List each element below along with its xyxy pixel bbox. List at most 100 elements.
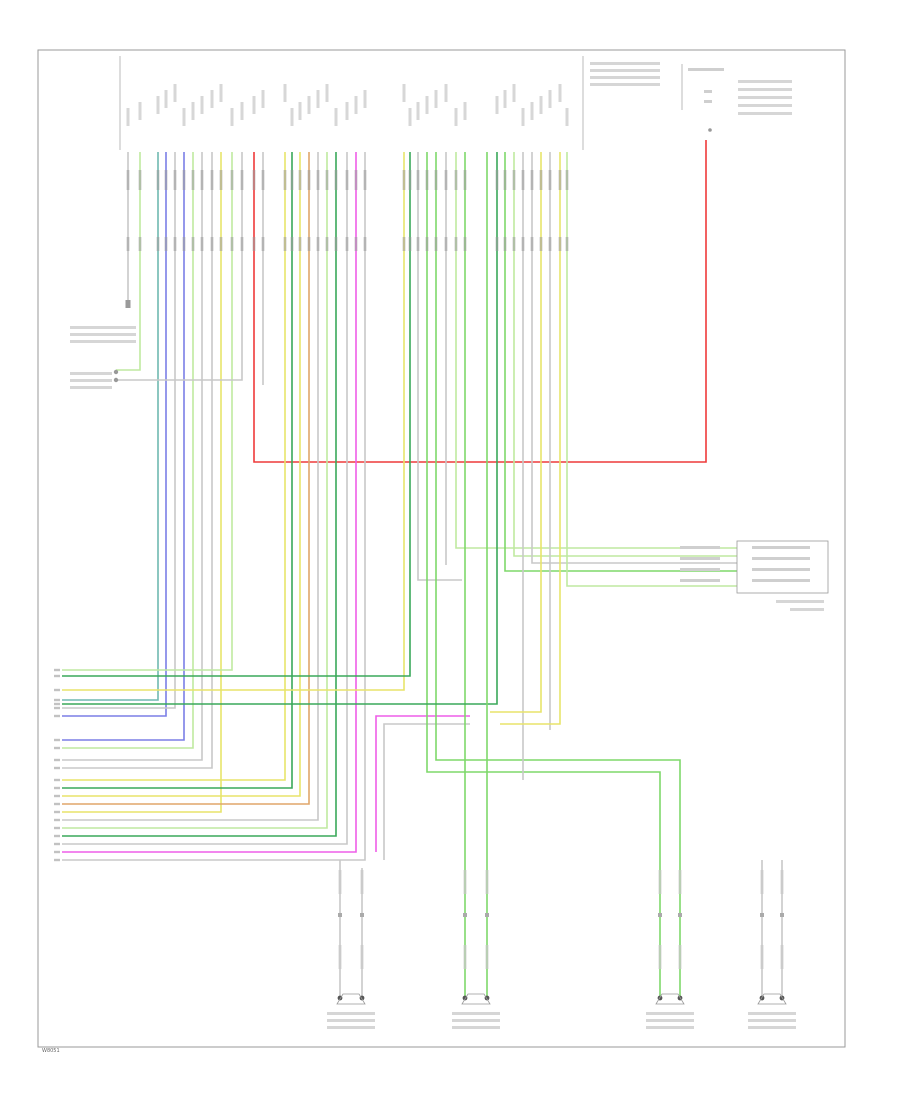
- mid-connector-pin: [261, 237, 265, 251]
- mid-connector-pin: [298, 237, 302, 251]
- pin-name-mark: [434, 90, 438, 108]
- amplifier-module-box: [736, 540, 829, 594]
- mid-connector-pin: [363, 237, 367, 251]
- speaker-rear-left-wire-label-mark: [658, 870, 662, 894]
- fuse-desc-mark: [738, 104, 792, 107]
- pin-name-mark: [290, 108, 294, 126]
- top-connector-pin: [334, 170, 338, 190]
- wire-green-amp-3: [513, 152, 737, 557]
- pin-name-mark: [138, 102, 142, 120]
- speaker-front-right-label-mark: [452, 1019, 500, 1022]
- amp-pin-label-mark: [752, 579, 810, 582]
- wire-gray-amp: [531, 152, 737, 564]
- speaker-rear-right-wire-label-mark: [760, 870, 764, 894]
- mid-connector-pin: [156, 237, 160, 251]
- speaker-front-left-inline-connector: [338, 913, 342, 917]
- top-connector-pin: [316, 170, 320, 190]
- wire-yellow-2: [62, 152, 286, 781]
- wire-green-1: [62, 152, 194, 749]
- wire-gray-8: [62, 152, 366, 861]
- pin-name-mark: [210, 90, 214, 108]
- wire-yellow-3: [62, 152, 301, 797]
- speaker-front-left-label-mark: [327, 1012, 375, 1015]
- pin-name-mark: [444, 84, 448, 102]
- speaker-front-left-label-mark: [327, 1026, 375, 1029]
- left-pin: [54, 810, 60, 814]
- top-connector-pin: [402, 170, 406, 190]
- top-connector-pin: [156, 170, 160, 190]
- top-connector-pin: [512, 170, 516, 190]
- pin-name-mark: [156, 96, 160, 114]
- mid-connector-pin: [283, 237, 287, 251]
- top-connector-pin: [182, 170, 186, 190]
- splice-point: [113, 369, 119, 375]
- mid-connector-pin: [252, 237, 256, 251]
- mid-connector-pin: [425, 237, 429, 251]
- module-desc-mark: [590, 83, 660, 86]
- top-connector-pin: [173, 170, 177, 190]
- amp-wire-label-mark: [680, 568, 720, 571]
- top-connector-pin: [495, 170, 499, 190]
- mid-connector-pin: [219, 237, 223, 251]
- mid-connector-pin: [230, 237, 234, 251]
- wire-yellow-1: [62, 152, 222, 813]
- mid-connector-pin: [503, 237, 507, 251]
- mid-connector-pin: [463, 237, 467, 251]
- wire-gray-4: [116, 152, 243, 381]
- left-pin: [54, 688, 60, 692]
- wire-yellow-6: [500, 152, 561, 725]
- top-connector-pin: [252, 170, 256, 190]
- speaker-front-left-wire-label-mark: [338, 870, 342, 894]
- speaker-front-right-label-mark: [452, 1026, 500, 1029]
- pin-name-mark: [503, 90, 507, 108]
- wire-magenta-2: [375, 715, 470, 852]
- wire-magenta-1: [62, 152, 357, 853]
- wire-yellow-4: [62, 152, 405, 691]
- fuse-desc-mark: [738, 88, 792, 91]
- top-connector-pin: [434, 170, 438, 190]
- mid-connector-pin: [354, 237, 358, 251]
- left-pin: [54, 746, 60, 750]
- mid-connector-pin: [416, 237, 420, 251]
- pin-name-mark: [261, 90, 265, 108]
- wire-orange-1: [62, 152, 310, 805]
- speaker-rear-right-wire-label-mark: [780, 945, 784, 969]
- top-connector-pin: [126, 170, 130, 190]
- speaker-front-left-body: [336, 993, 366, 1005]
- pin-name-mark: [164, 90, 168, 108]
- wire-green-amp-2: [504, 152, 737, 572]
- speaker-front-right-label-mark: [452, 1012, 500, 1015]
- splice-desc-mark: [70, 386, 112, 389]
- top-connector-pin: [530, 170, 534, 190]
- amp-pin-label-mark: [752, 557, 810, 560]
- speaker-rear-left-label-mark: [646, 1019, 694, 1022]
- mid-connector-pin: [345, 237, 349, 251]
- left-pin: [54, 698, 60, 702]
- pin-name-mark: [182, 108, 186, 126]
- ground-desc-mark: [70, 326, 136, 329]
- diagram-frame: [37, 49, 846, 1048]
- top-connector-pin: [539, 170, 543, 190]
- mid-connector-pin: [307, 237, 311, 251]
- mid-connector-pin: [290, 237, 294, 251]
- speaker-rear-left-inline-connector: [658, 913, 662, 917]
- pin-name-mark: [252, 96, 256, 114]
- mid-connector-pin: [402, 237, 406, 251]
- speaker-rear-right-wire-label-mark: [780, 870, 784, 894]
- speaker-rear-left-body: [655, 993, 685, 1005]
- fuse-terminal: [708, 128, 712, 132]
- speaker-rear-left-label-mark: [646, 1026, 694, 1029]
- mid-connector-pin: [512, 237, 516, 251]
- mid-connector-pin: [408, 237, 412, 251]
- top-connector-pin: [454, 170, 458, 190]
- wire-dgreen-4: [62, 152, 498, 705]
- amp-pin-label-mark: [752, 546, 810, 549]
- pin-name-mark: [230, 108, 234, 126]
- speaker-front-right-wire-label-mark: [463, 870, 467, 894]
- top-connector-pin: [307, 170, 311, 190]
- wire-yellow-5: [490, 152, 542, 713]
- speaker-rear-right-inline-connector: [780, 913, 784, 917]
- left-pin: [54, 674, 60, 678]
- fuse-mark: [704, 100, 712, 103]
